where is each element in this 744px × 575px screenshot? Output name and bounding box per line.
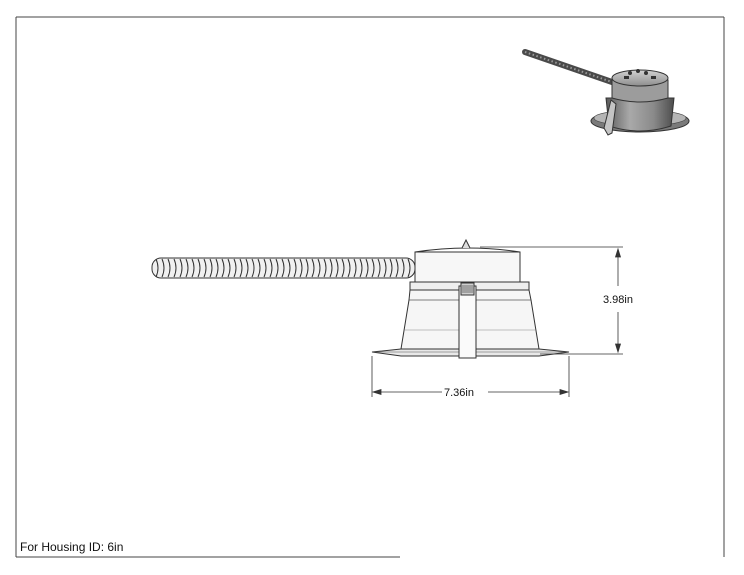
conduit-rib — [401, 258, 405, 278]
conduit-rib — [257, 258, 261, 278]
conduit-rib — [173, 258, 177, 278]
conduit-rib — [317, 258, 321, 278]
spring-bracket — [458, 282, 478, 359]
conduit-rib — [185, 258, 189, 278]
conduit-rib — [161, 258, 165, 278]
conduit-rib — [227, 258, 231, 278]
conduit-rib — [371, 258, 375, 278]
iso-can-body — [605, 97, 675, 132]
conduit-rib — [341, 258, 345, 278]
conduit-rib — [281, 258, 285, 278]
iso-junction-box — [611, 79, 669, 103]
conduit-rib — [275, 258, 279, 278]
conduit-rib — [347, 258, 351, 278]
isometric-view — [522, 49, 690, 136]
conduit-rib — [359, 258, 363, 278]
iso-spring-clip — [603, 99, 617, 136]
height-dimension — [480, 246, 623, 355]
conduit-rib — [395, 258, 399, 278]
conduit-rib — [155, 258, 159, 278]
conduit-rib — [203, 258, 207, 278]
conduit-rib — [383, 258, 387, 278]
side-elevation-view — [151, 238, 570, 359]
conduit-rib — [299, 258, 303, 278]
conduit-rib — [287, 258, 291, 278]
conduit-rib — [329, 258, 333, 278]
junction-box — [414, 238, 521, 283]
width-dimension — [371, 356, 570, 397]
conduit-rib — [323, 258, 327, 278]
conduit-rib — [269, 258, 273, 278]
conduit-rib — [407, 258, 411, 278]
conduit-rib — [377, 258, 381, 278]
conduit-rib — [245, 258, 249, 278]
conduit-rib — [191, 258, 195, 278]
conduit-rib — [221, 258, 225, 278]
conduit-rib — [251, 258, 255, 278]
conduit-rib — [389, 258, 393, 278]
conduit-rib — [167, 258, 171, 278]
conduit-rib — [239, 258, 243, 278]
conduit-rib — [215, 258, 219, 278]
conduit-rib — [209, 258, 213, 278]
flexible-conduit — [151, 257, 416, 279]
conduit-rib — [179, 258, 183, 278]
iso-conduit — [522, 49, 615, 85]
conduit-rib — [353, 258, 357, 278]
width-dimension-label: 7.36in — [444, 387, 474, 399]
conduit-rib — [293, 258, 297, 278]
conduit-rib — [311, 258, 315, 278]
conduit-rib — [197, 258, 201, 278]
housing-note: For Housing ID: 6in — [20, 540, 123, 554]
conduit-rib — [263, 258, 267, 278]
conduit-rib — [335, 258, 339, 278]
sheet-border — [15, 16, 725, 558]
conduit-rib — [365, 258, 369, 278]
conduit-rib — [305, 258, 309, 278]
conduit-rib — [233, 258, 237, 278]
height-dimension-label: 3.98in — [603, 294, 633, 306]
